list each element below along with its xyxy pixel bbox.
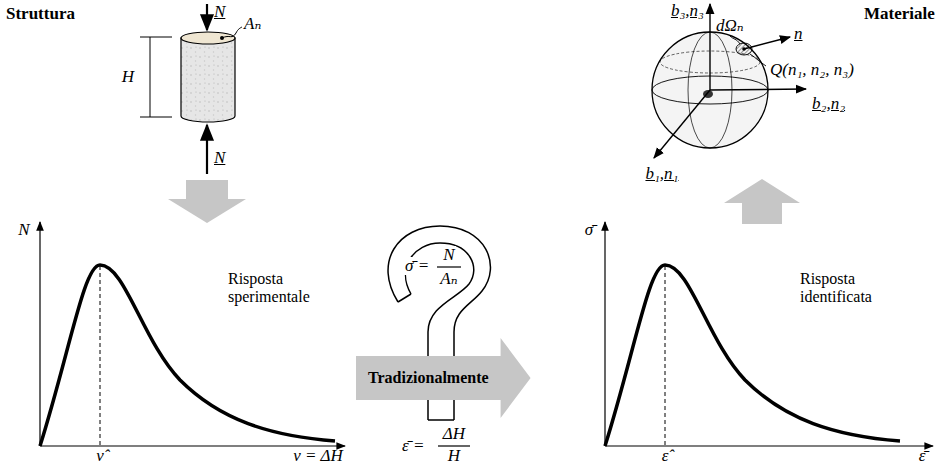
identified-chart-part [665, 266, 666, 446]
question-mark-part [398, 294, 411, 302]
axis-label: b₃,n₃ [671, 2, 704, 21]
formula-part: ΔH [443, 425, 465, 444]
force-label: N [214, 3, 225, 22]
experimental-chart-part [39, 222, 40, 446]
formula-part: H [448, 447, 460, 466]
specimen-cylinder-part [181, 38, 235, 122]
identified-chart-part [605, 445, 933, 446]
formula-part: ε̄ = [402, 437, 424, 456]
area-element-label: dΩₙ [716, 17, 744, 36]
specimen-cylinder-part [181, 32, 235, 44]
chart-caption: Risposta sperimentale [228, 270, 333, 305]
experimental-chart-part [40, 265, 335, 446]
chart-caption: Risposta identificata [800, 270, 900, 305]
load-arrows-part [206, 125, 208, 174]
panel-title: Materiale [864, 5, 935, 24]
axis-label: b₂,n₂ [812, 95, 845, 114]
point-label: Q(n₁, n₂, n₃) [770, 61, 854, 80]
height-dimension-part [140, 37, 172, 38]
axis-label: σ̄ [585, 221, 593, 240]
formula-part: σ̄ = [404, 257, 430, 276]
formula-part: N [442, 246, 455, 265]
specimen-cylinder-part [222, 27, 242, 38]
material-sphere-part [750, 54, 766, 66]
material-sphere-part [654, 90, 710, 158]
fraction-bars-part [437, 266, 461, 267]
height-dimension-part [150, 37, 151, 117]
flow-arrow-up [724, 179, 800, 224]
method-label: Tradizionalmente [368, 369, 489, 387]
axis-label: ν = ΔH [293, 447, 342, 466]
axis-tick-label: ν̂ [96, 447, 104, 466]
area-label: Aₙ [244, 15, 261, 34]
experimental-chart [40, 222, 345, 446]
axis-tick-label: ε̂ [662, 447, 669, 466]
formula-part: Aₙ [439, 270, 458, 289]
question-mark-part [428, 419, 454, 421]
height-label: H [122, 68, 134, 87]
identified-chart [605, 222, 933, 446]
material-sphere-part [730, 36, 740, 44]
material-sphere-part [710, 89, 806, 90]
specimen-cylinder [181, 27, 242, 122]
identified-chart-part [604, 222, 605, 446]
material-sphere-part [744, 37, 790, 49]
identified-chart-part [605, 265, 900, 446]
load-arrows-part [206, 4, 208, 30]
panel-title: Struttura [6, 5, 75, 24]
experimental-chart-part [100, 266, 101, 446]
axis-label: b₁,n₁ [645, 165, 678, 184]
load-arrows [207, 4, 208, 174]
normal-label: n [794, 25, 803, 44]
force-label: N [214, 149, 225, 168]
method-arrow: Tradizionalmente [356, 338, 531, 418]
material-sphere [652, 4, 806, 158]
height-dimension-part [140, 117, 172, 118]
axis-label: ε̄ [919, 447, 926, 466]
arrow-shape-fill [356, 338, 531, 418]
height-dimension [140, 37, 172, 117]
material-sphere-part [709, 4, 710, 90]
axis-label: N [18, 221, 29, 240]
flow-arrow-down [168, 180, 246, 223]
